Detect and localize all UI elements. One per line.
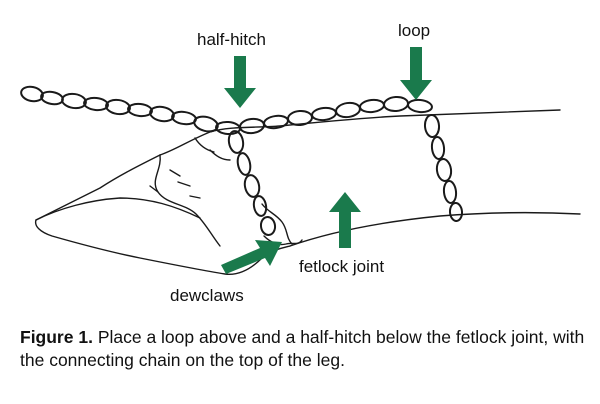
loop-arrow [400,47,432,100]
loop-label: loop [398,21,431,40]
caption-text: Place a loop above and a half-hitch belo… [20,327,585,370]
leg-chain-illustration [20,47,581,275]
chain [20,85,464,236]
fetlock-joint-label: fetlock joint [299,257,385,276]
dewclaws-arrow [221,240,282,274]
fetlock-arrow [329,192,361,248]
figure-caption: Figure 1. Place a loop above and a half-… [20,326,585,372]
arrows [221,47,432,274]
dewclaws-label: dewclaws [170,286,244,305]
figure-label: Figure 1. [20,327,93,347]
half-hitch-label: half-hitch [197,30,266,49]
leg-outline [34,109,581,275]
half-hitch-arrow [224,56,256,108]
